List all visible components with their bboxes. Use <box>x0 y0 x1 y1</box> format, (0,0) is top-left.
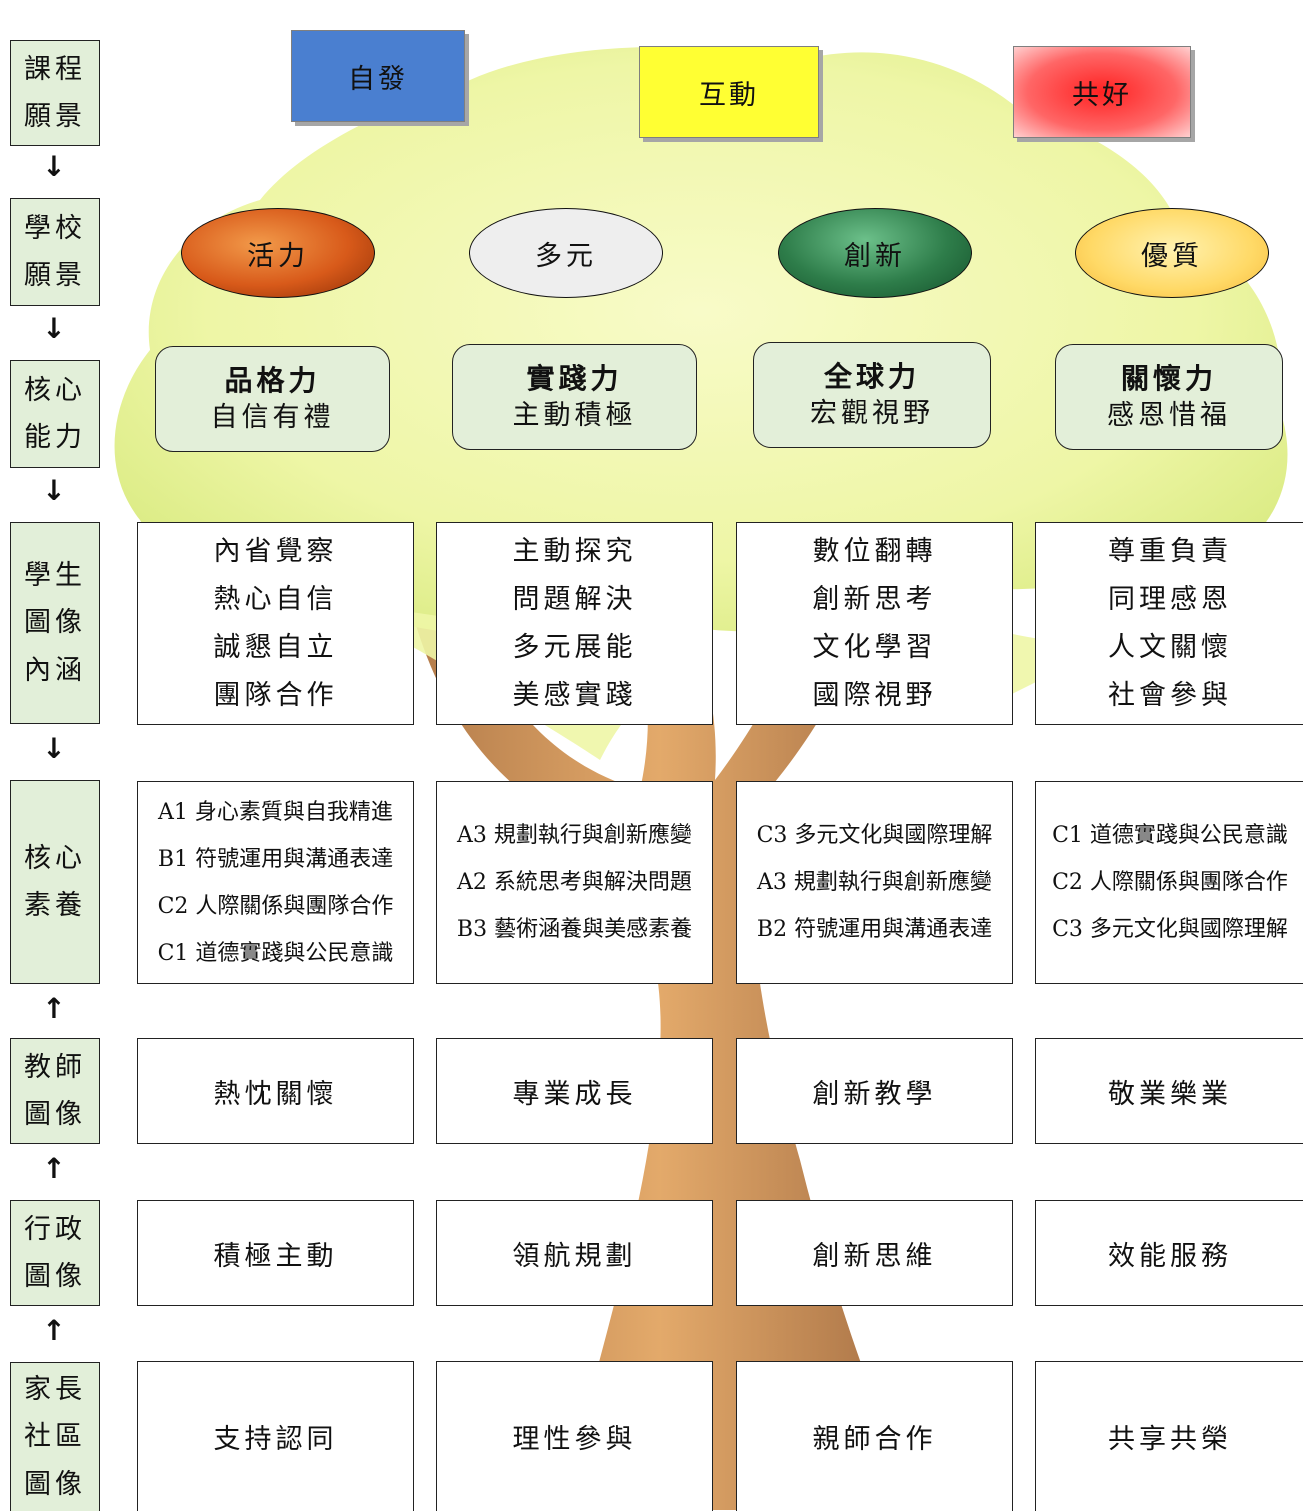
core-literacy-item: A1 身心素質與自我精進 <box>158 799 393 825</box>
student-image-item: 問題解決 <box>512 583 637 615</box>
student-image-item: 社會參與 <box>1108 679 1232 711</box>
student-image-box-4: 尊重負責 同理感恩 人文關懷 社會參與 <box>1035 522 1303 725</box>
student-image-item: 美感實踐 <box>512 679 637 711</box>
core-competence-practice: 實踐力 主動積極 <box>452 344 697 450</box>
admin-image-item: 效能服務 <box>1108 1240 1232 1272</box>
core-literacy-item: B3 藝術涵養與美感素養 <box>456 917 693 942</box>
core-competence-title: 關懷力 <box>1120 362 1217 396</box>
core-literacy-item: C1 道德實踐與公民意識 <box>1052 823 1288 848</box>
admin-image-item: 創新思維 <box>812 1240 937 1272</box>
teacher-image-box-4: 敬業樂業 <box>1035 1038 1303 1144</box>
parent-image-item: 支持認同 <box>213 1424 338 1455</box>
student-image-item: 文化學習 <box>812 631 937 663</box>
teacher-image-item: 敬業樂業 <box>1108 1078 1232 1110</box>
side-label-teacher-image: 教師 圖像 <box>10 1038 100 1144</box>
core-literacy-item: B1 符號運用與溝通表達 <box>157 846 394 872</box>
arrow-down-icon: ↓ <box>42 312 66 345</box>
teacher-image-box-3: 創新教學 <box>736 1038 1013 1144</box>
student-image-box-3: 數位翻轉 創新思考 文化學習 國際視野 <box>736 522 1013 725</box>
admin-image-item: 積極主動 <box>213 1240 338 1272</box>
arrow-up-icon: ↑ <box>42 1314 66 1347</box>
core-literacy-item: C2 人際關係與團隊合作 <box>157 893 394 919</box>
student-image-item: 誠懇自立 <box>213 631 338 663</box>
core-literacy-item: A2 系統思考與解決問題 <box>457 870 692 895</box>
side-label-school-vision: 學校 願景 <box>10 198 100 306</box>
teacher-image-box-2: 專業成長 <box>436 1038 713 1144</box>
teacher-image-box-1: 熱忱關懷 <box>137 1038 414 1144</box>
student-image-item: 多元展能 <box>512 631 637 663</box>
admin-image-box-3: 創新思維 <box>736 1200 1013 1306</box>
core-literacy-box-4: C1 道德實踐與公民意識 C2 人際關係與團隊合作 C3 多元文化與國際理解 <box>1035 781 1303 984</box>
arrow-up-icon: ↑ <box>42 1152 66 1185</box>
school-vision-innovation: 創新 <box>778 208 972 298</box>
admin-image-box-4: 效能服務 <box>1035 1200 1303 1306</box>
side-label-core-competence: 核心 能力 <box>10 360 100 468</box>
core-competence-subtitle: 自信有禮 <box>210 401 335 433</box>
parent-image-box-3: 親師合作 <box>736 1361 1013 1511</box>
student-image-box-2: 主動探究 問題解決 多元展能 美感實踐 <box>436 522 713 725</box>
student-image-item: 熱心自信 <box>213 583 338 615</box>
student-image-item: 數位翻轉 <box>812 535 937 567</box>
student-image-item: 國際視野 <box>812 679 937 711</box>
student-image-item: 內省覺察 <box>213 535 338 567</box>
admin-image-item: 領航規劃 <box>512 1240 637 1272</box>
core-literacy-item: C3 多元文化與國際理解 <box>1052 917 1288 942</box>
core-competence-subtitle: 宏觀視野 <box>810 397 934 429</box>
parent-image-item: 親師合作 <box>812 1424 937 1455</box>
curriculum-vision-autonomy: 自發 <box>291 30 465 122</box>
core-competence-global: 全球力 宏觀視野 <box>753 342 991 448</box>
school-vision-vitality: 活力 <box>181 208 375 298</box>
parent-image-box-2: 理性參與 <box>436 1361 713 1511</box>
student-image-item: 團隊合作 <box>213 679 338 711</box>
admin-image-box-2: 領航規劃 <box>436 1200 713 1306</box>
teacher-image-item: 熱忱關懷 <box>213 1078 338 1110</box>
side-label-curriculum-vision: 課程 願景 <box>10 40 100 146</box>
core-literacy-item: C3 多元文化與國際理解 <box>756 823 993 848</box>
arrow-up-icon: ↑ <box>42 992 66 1025</box>
student-image-item: 尊重負責 <box>1108 535 1232 567</box>
core-literacy-item: B2 符號運用與溝通表達 <box>756 917 993 942</box>
core-competence-title: 全球力 <box>823 360 920 394</box>
arrow-down-icon: ↓ <box>42 732 66 765</box>
teacher-image-item: 創新教學 <box>812 1078 937 1110</box>
core-literacy-box-2: A3 規劃執行與創新應變 A2 系統思考與解決問題 B3 藝術涵養與美感素養 <box>436 781 713 984</box>
core-literacy-item: C2 人際關係與團隊合作 <box>1052 870 1288 895</box>
parent-image-box-4: 共享共榮 <box>1035 1361 1303 1511</box>
core-competence-character: 品格力 自信有禮 <box>155 346 390 452</box>
parent-image-item: 理性參與 <box>512 1424 637 1455</box>
parent-image-item: 共享共榮 <box>1108 1424 1232 1455</box>
student-image-item: 同理感恩 <box>1108 583 1232 615</box>
student-image-box-1: 內省覺察 熱心自信 誠懇自立 團隊合作 <box>137 522 414 725</box>
curriculum-vision-interaction: 互動 <box>639 46 819 138</box>
core-literacy-item: A3 規劃執行與創新應變 <box>457 823 692 848</box>
core-literacy-box-3: C3 多元文化與國際理解 A3 規劃執行與創新應變 B2 符號運用與溝通表達 <box>736 781 1013 984</box>
curriculum-vision-common-good: 共好 <box>1013 46 1191 138</box>
side-label-parent-image: 家長 社區 圖像 <box>10 1362 100 1511</box>
core-competence-title: 實踐力 <box>526 362 623 396</box>
core-literacy-box-1: A1 身心素質與自我精進 B1 符號運用與溝通表達 C2 人際關係與團隊合作 C… <box>137 781 414 984</box>
core-competence-title: 品格力 <box>224 364 321 398</box>
admin-image-box-1: 積極主動 <box>137 1200 414 1306</box>
school-vision-diversity: 多元 <box>469 208 663 298</box>
student-image-item: 主動探究 <box>512 535 637 567</box>
core-competence-subtitle: 感恩惜福 <box>1107 399 1231 431</box>
core-literacy-item: C1 道德實踐與公民意識 <box>157 940 394 966</box>
core-competence-care: 關懷力 感恩惜福 <box>1055 344 1283 450</box>
student-image-item: 創新思考 <box>812 583 937 615</box>
school-vision-quality: 優質 <box>1075 208 1269 298</box>
student-image-item: 人文關懷 <box>1108 631 1232 663</box>
side-label-admin-image: 行政 圖像 <box>10 1200 100 1306</box>
arrow-down-icon: ↓ <box>42 150 66 183</box>
side-label-student-image: 學生 圖像 內涵 <box>10 522 100 724</box>
core-competence-subtitle: 主動積極 <box>512 399 637 431</box>
arrow-down-icon: ↓ <box>42 474 66 507</box>
side-label-core-literacy: 核心 素養 <box>10 780 100 984</box>
teacher-image-item: 專業成長 <box>512 1078 637 1110</box>
parent-image-box-1: 支持認同 <box>137 1361 414 1511</box>
core-literacy-item: A3 規劃執行與創新應變 <box>757 870 992 895</box>
